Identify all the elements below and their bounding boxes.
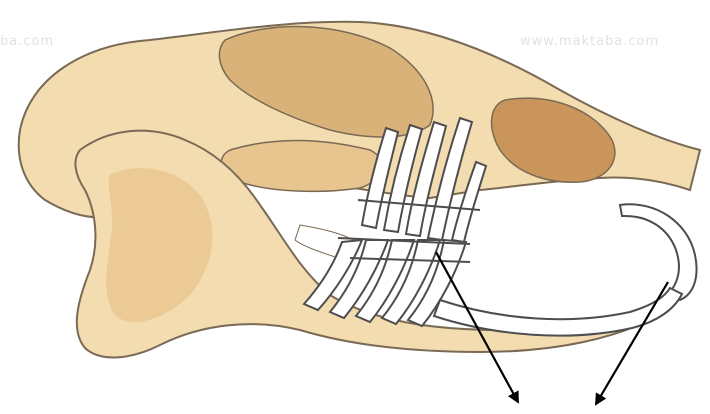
- zygomatic-arch: [221, 141, 382, 192]
- upper-incisor: [620, 204, 697, 300]
- arrow-to-incisor: [596, 282, 668, 404]
